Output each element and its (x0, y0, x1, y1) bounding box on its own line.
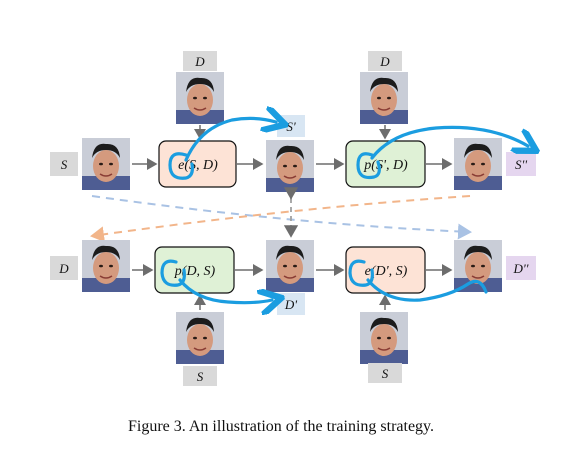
face-image-source-top (81, 137, 131, 191)
label-s-double-prime: S'' (515, 157, 527, 172)
handwritten-annotation-bottom-right (348, 259, 488, 302)
face-image-driving-bottom (81, 239, 131, 293)
handwritten-annotation-top-left (168, 118, 276, 180)
predictor-box-top-label: p(S', D) (363, 158, 408, 173)
label-d-prime: D' (284, 297, 297, 312)
label-box-s-left (50, 152, 78, 176)
label-d-top-right: D (379, 54, 390, 69)
encoder-box-bottom-label: e(D', S) (365, 264, 408, 279)
label-d-top-left: D (194, 54, 205, 69)
label-box-d-top-right (368, 51, 402, 71)
face-image-d-prime (265, 239, 315, 293)
dashed-arrow-s-to-d-double-prime (91, 195, 472, 240)
handwritten-annotation-top-right (356, 125, 528, 180)
encoder-box-top-label: e(S, D) (178, 158, 218, 173)
face-image-s-prime (265, 139, 315, 193)
predictor-box-bottom-label: p(D, S) (174, 264, 216, 279)
face-image-driving-top-left (175, 71, 225, 125)
face-image-driving-top-right (359, 71, 409, 125)
label-s-bottom-left: S (197, 369, 204, 384)
label-d-left: D (58, 261, 69, 276)
label-box-d-top-left (183, 51, 217, 71)
label-box-s-bottom-right (368, 363, 402, 383)
handwritten-annotation-bottom-left (160, 259, 272, 303)
face-image-d-double-prime (453, 239, 503, 293)
label-s-left: S (61, 157, 68, 172)
figure-caption: Figure 3. An illustration of the trainin… (127, 418, 435, 435)
label-d-double-prime: D'' (513, 261, 529, 276)
label-s-prime: S' (286, 119, 296, 134)
face-image-source-bottom-left (175, 311, 225, 365)
label-box-d-left (50, 256, 78, 280)
face-image-s-double-prime (453, 137, 503, 191)
label-box-s-double-prime (506, 152, 536, 176)
label-box-s-bottom-left (183, 366, 217, 386)
label-s-bottom-right: S (382, 366, 389, 381)
face-image-source-bottom-right (359, 311, 409, 365)
label-box-d-double-prime (506, 256, 536, 280)
